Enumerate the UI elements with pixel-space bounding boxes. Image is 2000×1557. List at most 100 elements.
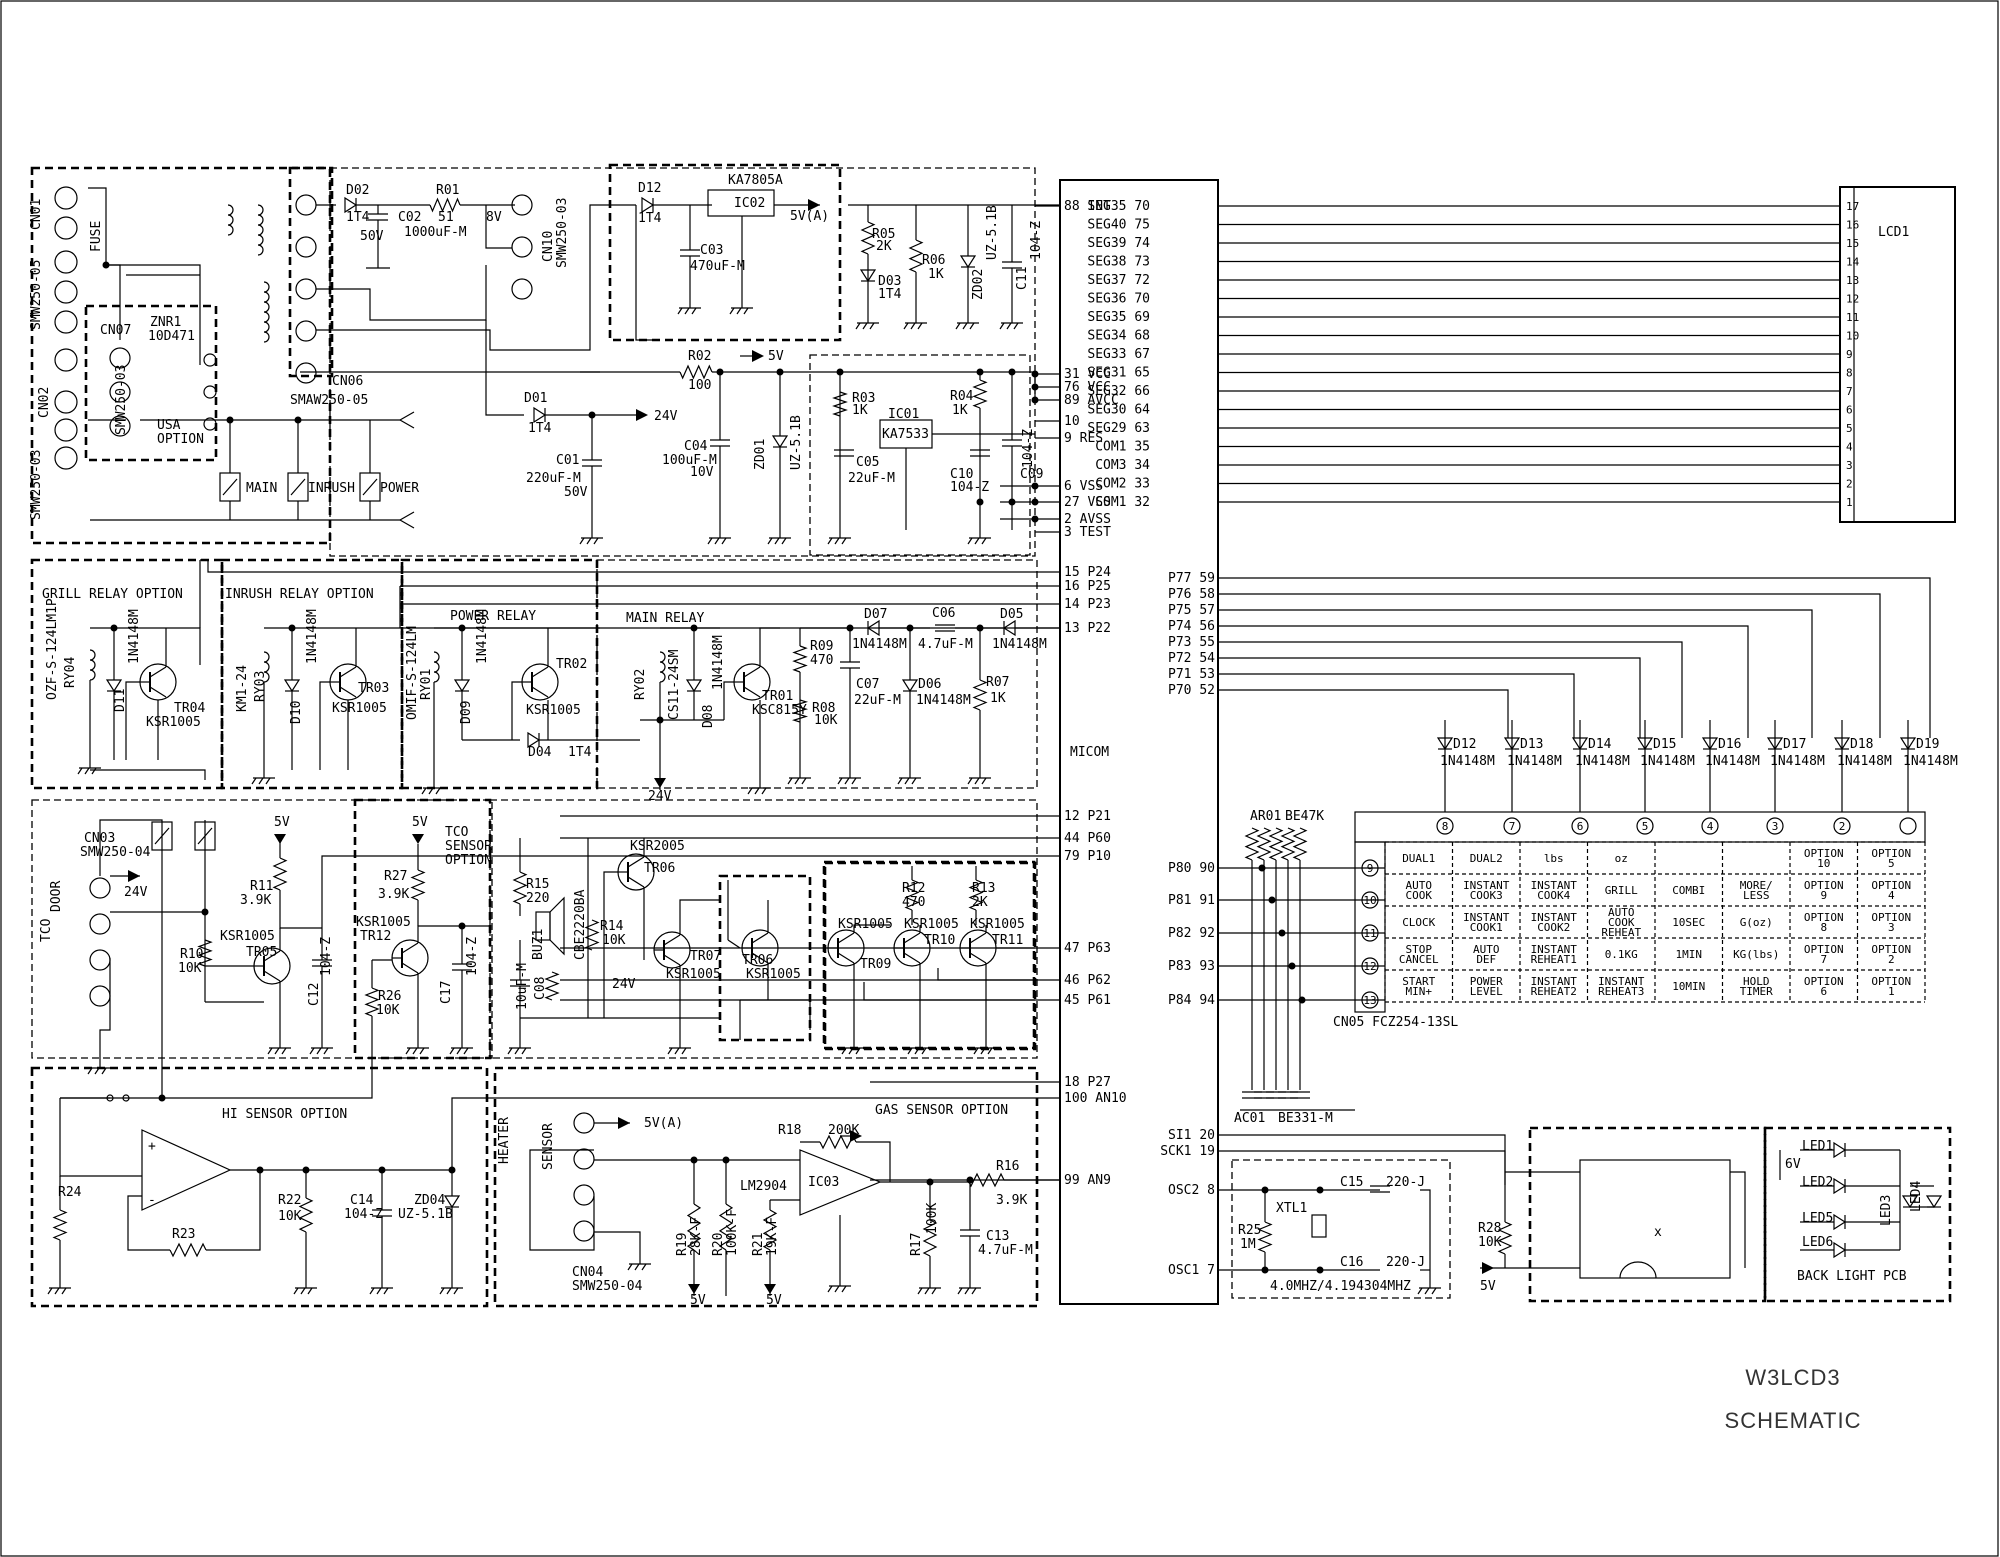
labels-cn04: CN04 (572, 1265, 603, 1280)
ground-symbol (87, 1060, 111, 1075)
capacitor-symbol (1002, 439, 1022, 447)
resistor-symbol (410, 869, 426, 901)
labels-tr02: TR02 (556, 657, 587, 672)
ground-hatch (435, 787, 441, 795)
supply-arrow (412, 834, 424, 844)
key_diodes-7-part: 1N4148M (1903, 754, 1958, 769)
lcd-pins-3: 14 (1846, 256, 1860, 269)
ground-hatch (593, 537, 599, 545)
labels-main: MAIN (246, 481, 277, 496)
wire (1730, 1171, 1746, 1268)
ground-symbol (579, 530, 603, 545)
diode-body (105, 679, 123, 693)
connector-terminal (511, 236, 533, 258)
keypad-key-label-line: REHEAT3 (1598, 985, 1644, 998)
resistor-zigzag (968, 879, 984, 911)
labels-tr04: TR04 (174, 701, 205, 716)
contact-blade (290, 478, 306, 496)
keypad-key-label: DUAL2 (1470, 852, 1503, 865)
resistor-symbol (1256, 827, 1272, 861)
supply-arrow (636, 409, 648, 421)
ground-hatch (514, 1047, 520, 1055)
keypad-key-label-line: 4 (1888, 889, 1895, 902)
supply-arrow (128, 870, 140, 882)
resistor-zigzag (972, 679, 988, 711)
key_diodes-6-part: 1N4148M (1837, 754, 1892, 769)
labels-r20: R20 (711, 1233, 726, 1256)
wire (99, 819, 163, 1098)
ground-hatch (101, 1067, 107, 1075)
keypad-key-label-line: TIMER (1740, 985, 1773, 998)
ground-hatch (980, 1047, 986, 1055)
ground-symbol (837, 770, 861, 785)
keypad-key-label-line: INSTANT (1531, 975, 1578, 988)
diode-body (641, 196, 655, 214)
keypad-key-label: CLOCK (1402, 916, 1435, 929)
labels-power: POWER (380, 481, 419, 496)
labels-smw_03b: SMW250-03 (114, 365, 129, 435)
diode-body (771, 435, 789, 449)
lcd-pins-11: 6 (1846, 404, 1853, 417)
labels-r08v: 10K (814, 713, 838, 728)
resistor-zigzag (972, 379, 988, 409)
diode-symbol (1833, 1213, 1847, 1231)
micom-relay_pins-0: 15 P24 (1064, 565, 1111, 580)
resistor-zigzag (679, 364, 713, 380)
opamp-plus: + (148, 1139, 156, 1154)
coil-loops (257, 204, 264, 256)
labels-d04: D04 (528, 745, 552, 760)
labels-n4148d: 1N4148M (711, 635, 726, 690)
connector-terminal (573, 1148, 595, 1170)
keypad-key-label-line: AUTO (1473, 943, 1500, 956)
wire (316, 204, 636, 351)
labels-smw_03c: SMW250-03 (555, 198, 570, 268)
transistor-collector (743, 666, 761, 678)
supply-arrow (850, 1130, 862, 1142)
contact-blade (222, 478, 238, 496)
resistor-zigzag (967, 1172, 1005, 1188)
wire (594, 1231, 641, 1256)
keypad-key-label-line: OPTION (1871, 943, 1911, 956)
ground-symbol (707, 530, 731, 545)
resistor-symbol (908, 239, 924, 273)
diode-body (1833, 737, 1851, 751)
ground-hatch (274, 1047, 280, 1055)
diode-body (1002, 619, 1016, 637)
ground-hatch (456, 1047, 462, 1055)
micom-top_pins-6: 6 VSS (1064, 479, 1103, 494)
transistor-symbol (827, 929, 865, 967)
right_pins-p7-4: P73 55 (1168, 635, 1215, 650)
capacitor-symbol (1254, 1091, 1274, 1099)
transistor-emitter (903, 952, 921, 964)
wire (316, 265, 487, 321)
diode-symbol (1901, 1195, 1919, 1209)
ground-hatch (904, 777, 910, 785)
title-line2: SCHEMATIC (1725, 1408, 1862, 1433)
wire (603, 871, 618, 1018)
ground-hatch (917, 1287, 923, 1295)
labels-cs11: CS11-24SM (667, 649, 682, 720)
supply-arrow (764, 1284, 776, 1294)
labels-v8: 8V (486, 210, 502, 225)
right_pins-p8-0: P80 90 (1168, 861, 1215, 876)
labels-c16v: 220-J (1386, 1255, 1425, 1270)
transistor-emitter (743, 686, 761, 698)
labels-t4a: 1T4 (346, 210, 370, 225)
labels-c04: C04 (684, 439, 708, 454)
keypad-key-label-line: REHEAT (1601, 926, 1641, 939)
connector-terminal (89, 949, 111, 971)
resistor-symbol (967, 1172, 1005, 1188)
labels-cn06: CN06 (332, 374, 363, 389)
right_pins-seg-12: SEG29 63 (1087, 421, 1150, 436)
right_pins-seg-15: COM2 33 (1095, 477, 1150, 492)
keypad-key-label: DUAL1 (1402, 852, 1435, 865)
labels-zd02: ZD02 (971, 269, 986, 300)
ground-hatch (869, 322, 875, 330)
ground-symbol (957, 1280, 981, 1295)
wire (723, 681, 734, 720)
